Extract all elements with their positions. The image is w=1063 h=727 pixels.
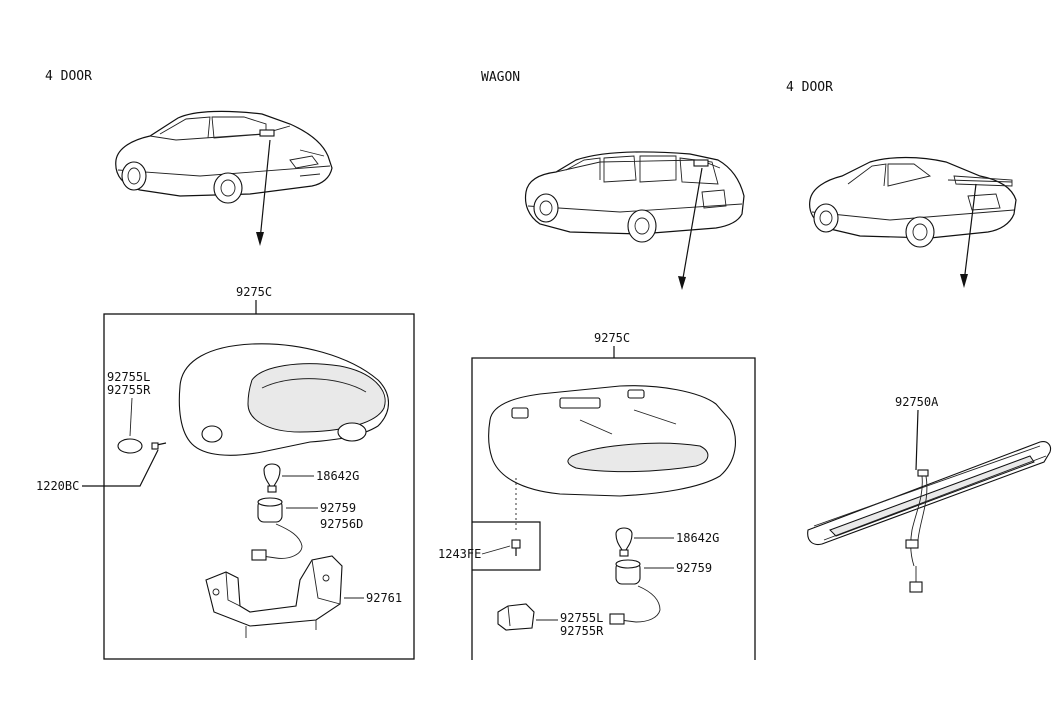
middle-panel-frame <box>471 357 756 660</box>
label-left-bracket-92761: 92761 <box>366 591 402 605</box>
socket-left <box>251 497 303 561</box>
label-left-socket-92759: 92759 <box>320 501 356 515</box>
car-wagon-illustration <box>524 151 745 243</box>
label-left-cover-92755r: 92755R <box>107 383 151 397</box>
header-left-4-door: 4 DOOR <box>45 69 92 84</box>
label-left-cover-92755l: 92755L <box>107 370 150 384</box>
car-sedan-left-illustration <box>115 110 333 204</box>
car-sedan-right-illustration <box>809 156 1017 248</box>
left-panel: 9275C 92755L 92755R 1220BC 18642G <box>36 285 415 660</box>
label-left-assembly-9275c: 9275C <box>236 285 272 299</box>
label-middle-cover-92755r: 92755R <box>560 624 604 638</box>
label-left-bulb-18642g: 18642G <box>316 469 359 483</box>
bulb-left <box>263 463 281 493</box>
label-middle-screw-1243fe: 1243FE <box>438 547 481 561</box>
cover-cap-left <box>117 438 143 454</box>
bulb-middle <box>615 527 633 557</box>
socket-middle <box>609 559 661 625</box>
bolt-left <box>151 442 167 450</box>
high-mount-stop-lamp-right <box>807 441 1052 593</box>
leader-arrow-car-sedan-left <box>256 139 271 246</box>
label-left-bolt-1220bc: 1220BC <box>36 479 79 493</box>
label-middle-assembly-9275c: 9275C <box>594 331 630 345</box>
header-middle-wagon: WAGON <box>481 70 520 85</box>
right-panel: 92750A <box>807 395 1052 593</box>
lamp-housing-left <box>178 343 390 456</box>
leader-arrow-car-sedan-right <box>960 183 977 288</box>
label-left-socket-92756d: 92756D <box>320 517 363 531</box>
cover-cap-middle <box>497 603 535 631</box>
lamp-housing-middle <box>488 385 736 497</box>
header-right-4-door: 4 DOOR <box>786 80 833 95</box>
screw-middle <box>511 539 521 556</box>
label-middle-cover-92755l: 92755L <box>560 611 603 625</box>
leader-arrow-car-wagon <box>678 167 703 290</box>
label-middle-socket-92759: 92759 <box>676 561 712 575</box>
middle-panel: 9275C 1243FE 18642G <box>438 331 756 660</box>
label-right-assembly-92750a: 92750A <box>895 395 939 409</box>
bracket-left <box>205 555 343 638</box>
label-middle-bulb-18642g: 18642G <box>676 531 719 545</box>
